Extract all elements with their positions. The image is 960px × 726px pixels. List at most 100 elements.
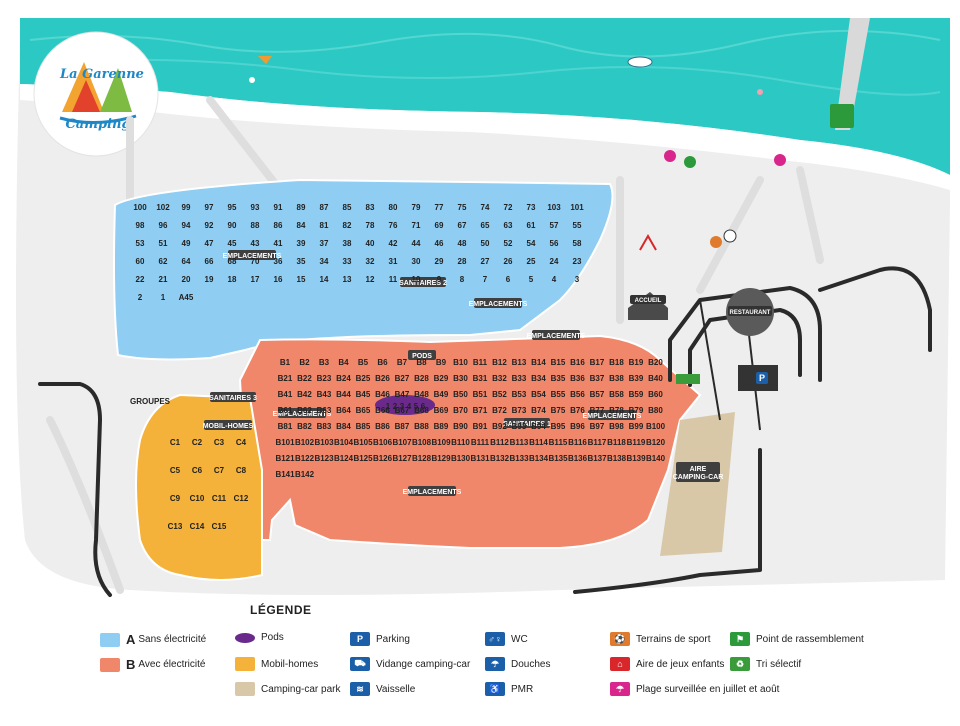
pitch-label-b: B17 [590,358,605,367]
pitch-label-b: B119 [627,438,646,447]
pitch-label-a: 103 [547,203,561,212]
svg-text:RESTAURANT: RESTAURANT [730,310,771,316]
pitch-label-a: 6 [506,275,511,284]
pod-label: 1 [386,402,391,411]
pitch-label-c: C10 [190,494,205,503]
pitch-label-c: C2 [192,438,203,447]
pitch-label-a: 79 [412,203,421,212]
pitch-label-b: B106 [373,438,393,447]
pitch-label-a: 72 [504,203,513,212]
accueil-building: ACCUEIL [628,292,668,320]
pitch-label-b: B71 [473,406,488,415]
pitch-label-b: B133 [509,454,529,463]
pitch-label-a: 102 [156,203,170,212]
legend-label: Aire de jeux enfants [636,658,725,670]
legend-label: Avec électricité [138,659,206,670]
pitch-label-a: 24 [550,257,559,266]
svg-text:AIRE: AIRE [690,466,707,473]
pitch-label-b: B129 [431,454,451,463]
pitch-label-b: B7 [397,358,408,367]
pitch-label-b: B62 [297,406,312,415]
pitch-label-b: B81 [278,422,293,431]
pitch-label-b: B8 [416,358,427,367]
pitch-label-b: B40 [648,374,663,383]
pitch-label-a: 86 [274,221,283,230]
pitch-label-b: B97 [590,422,605,431]
pitch-label-b: B30 [453,374,468,383]
pitch-label-b: B47 [395,390,410,399]
legend-item: Mobil-homes [235,657,318,671]
legend-item: ☂Plage surveillée en juillet et août [610,682,779,696]
pitch-label-a: 30 [412,257,421,266]
pitch-label-a: 74 [481,203,490,212]
pitch-label-a: 63 [504,221,513,230]
pitch-label-a: 50 [481,239,490,248]
pitch-label-b: B105 [353,438,373,447]
pitch-label-a: 23 [573,257,582,266]
pitch-label-b: B142 [295,470,315,479]
svg-text:SANITAIRES 3: SANITAIRES 3 [209,395,257,402]
pitch-label-b: B134 [529,454,549,463]
pitch-label-b: B38 [609,374,624,383]
pitch-label-a: 40 [366,239,375,248]
pitch-label-b: B41 [278,390,293,399]
pitch-label-b: B84 [336,422,351,431]
legend-item: ≋Vaisselle [350,682,415,696]
pitch-label-b: B118 [607,438,626,447]
pitch-label-a: 54 [527,239,536,248]
pitch-label-b: B130 [451,454,471,463]
pitch-label-b: B104 [334,438,354,447]
sign-pods: PODS [408,350,436,360]
pitch-label-a: 9 [437,275,442,284]
pitch-label-b: B66 [375,406,390,415]
pitch-label-b: B86 [375,422,390,431]
swimmer-icon [249,77,763,95]
pitch-label-a: 78 [366,221,375,230]
pitch-label-a: 88 [251,221,260,230]
pitch-label-b: B4 [338,358,349,367]
legend-swatch [100,632,120,647]
pitch-label-a: 25 [527,257,536,266]
parking-icon: P [350,632,370,646]
pitch-label-c: C9 [170,494,181,503]
pitch-label-b: B138 [607,454,627,463]
svg-text:EMPLACEMENTS: EMPLACEMENTS [527,333,586,340]
sea-waves [29,29,941,58]
pitch-label-a: 60 [136,257,145,266]
campsite-logo: La Garenne Camping [33,31,159,157]
pitch-label-b: B27 [395,374,410,383]
pitch-label-b: B63 [317,406,332,415]
pitch-label-a: 67 [458,221,467,230]
legend-item: ☂Douches [485,657,550,671]
pitch-label-b: B87 [395,422,410,431]
pitch-label-b: B140 [646,454,666,463]
boat-icon [627,56,653,68]
svg-text:La Garenne: La Garenne [59,67,144,82]
pitch-label-b: B14 [531,358,546,367]
pitch-label-b: B1 [280,358,291,367]
shower-icon: ☂ [485,657,505,671]
label-groupes: GROUPES [130,397,171,406]
svg-text:EMPLACEMENTS: EMPLACEMENTS [469,301,528,308]
svg-text:PODS: PODS [412,353,432,360]
pitch-label-b: B121 [275,454,295,463]
pitch-label-b: B103 [314,438,334,447]
pitch-label-b: B76 [570,406,585,415]
pitch-label-a: 87 [320,203,329,212]
pitch-label-b: B48 [414,390,429,399]
legend-label: Vaisselle [376,683,416,695]
zone-c-mobil-homes [135,393,263,581]
legend-swatch [235,657,255,671]
pitch-label-b: B65 [356,406,371,415]
pitch-label-a: 94 [182,221,191,230]
sign-sanitaires-1: SANITAIRES 1 [503,418,551,428]
legend-label: Pods [261,632,284,643]
pitch-label-b: B11 [473,358,488,367]
legend-letter: A [126,632,136,647]
pitch-label-a: A45 [179,293,194,302]
pod-label: 5 [414,402,419,411]
pitch-label-a: 37 [320,239,329,248]
pitch-label-a: 71 [412,221,421,230]
pitch-label-a: 92 [205,221,214,230]
